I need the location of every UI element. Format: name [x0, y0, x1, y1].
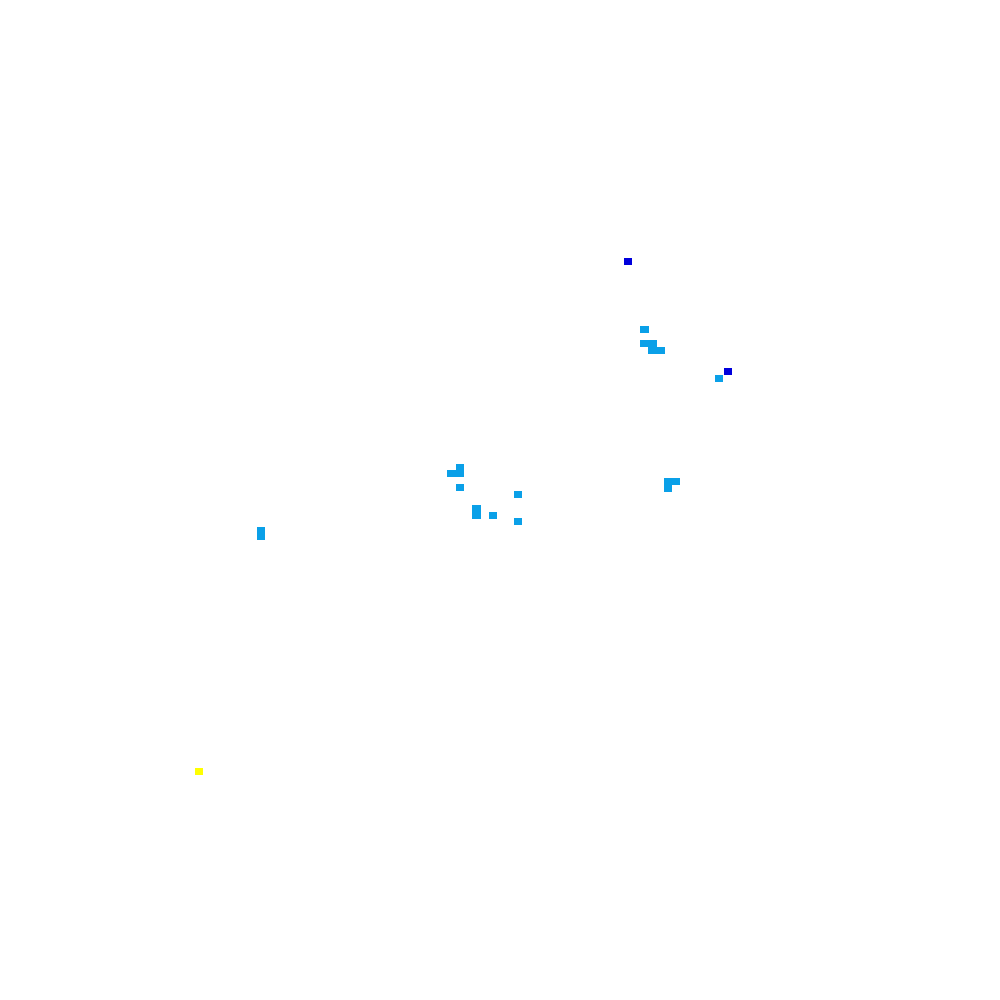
pixel-cell — [456, 464, 464, 471]
pixel-cell — [514, 491, 522, 498]
pixel-cell — [724, 368, 732, 375]
pixel-cell — [648, 347, 665, 354]
pixel-cell — [715, 375, 723, 382]
pixel-cell — [472, 505, 481, 519]
pixel-cell — [257, 527, 265, 540]
pixel-cell — [489, 512, 497, 519]
pixel-cell — [514, 518, 522, 525]
pixel-cell — [640, 326, 649, 333]
pixel-cell — [664, 485, 672, 492]
pixel-cell — [664, 478, 680, 485]
pixel-cell — [640, 340, 657, 347]
pixel-cell — [447, 470, 464, 477]
pixel-cell — [456, 484, 464, 491]
pixel-cell — [195, 768, 203, 775]
pixel-cell — [624, 258, 632, 265]
